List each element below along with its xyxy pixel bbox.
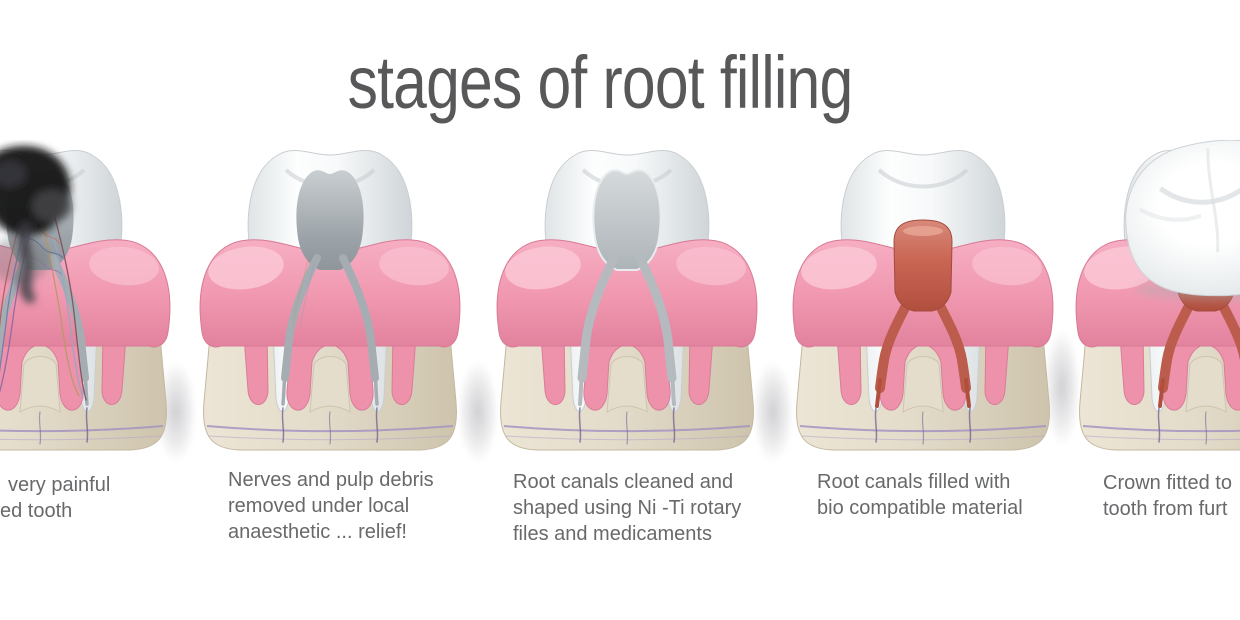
tooth-stage-5-illustration: [1075, 140, 1240, 451]
tooth-stage-4-illustration: [792, 148, 1054, 451]
floor-shadow-smudge: [753, 362, 793, 462]
caption-line: Nerves and pulp debris: [228, 469, 434, 491]
caption-line: ed tooth: [0, 500, 73, 522]
floor-shadow-smudge: [458, 362, 498, 462]
caption-line: Root canals filled with: [817, 471, 1011, 493]
stage-caption-3: Root canals cleaned and shaped using Ni …: [513, 469, 741, 547]
stage-caption-4: Root canals filled with bio compatible m…: [817, 469, 1023, 521]
tooth-stage-3-illustration: [496, 148, 758, 451]
caption-line: tooth from furt: [1103, 498, 1228, 520]
page-title: stages of root filling: [347, 41, 854, 124]
caption-line: bio compatible material: [817, 497, 1023, 519]
caption-line: anaesthetic ... relief!: [228, 521, 407, 543]
caption-line: removed under local: [228, 495, 410, 517]
caption-line: files and medicaments: [513, 523, 712, 545]
tooth-stage-2-illustration: [199, 148, 461, 451]
stage-caption-1: very painful ed tooth: [0, 472, 110, 524]
caption-line: shaped using Ni -Ti rotary: [513, 497, 742, 519]
floor-shadow-smudge: [1044, 330, 1080, 445]
pulp-debris-wisps: [292, 259, 315, 328]
caption-line: very painful: [8, 474, 111, 496]
tooth-stage-1-illustration: [0, 140, 171, 451]
caption-line: Root canals cleaned and: [513, 471, 734, 493]
stage-caption-5: Crown fitted to tooth from furt: [1103, 470, 1232, 522]
caption-line: Crown fitted to: [1103, 472, 1232, 494]
stage-caption-2: Nerves and pulp debris removed under loc…: [228, 467, 434, 545]
